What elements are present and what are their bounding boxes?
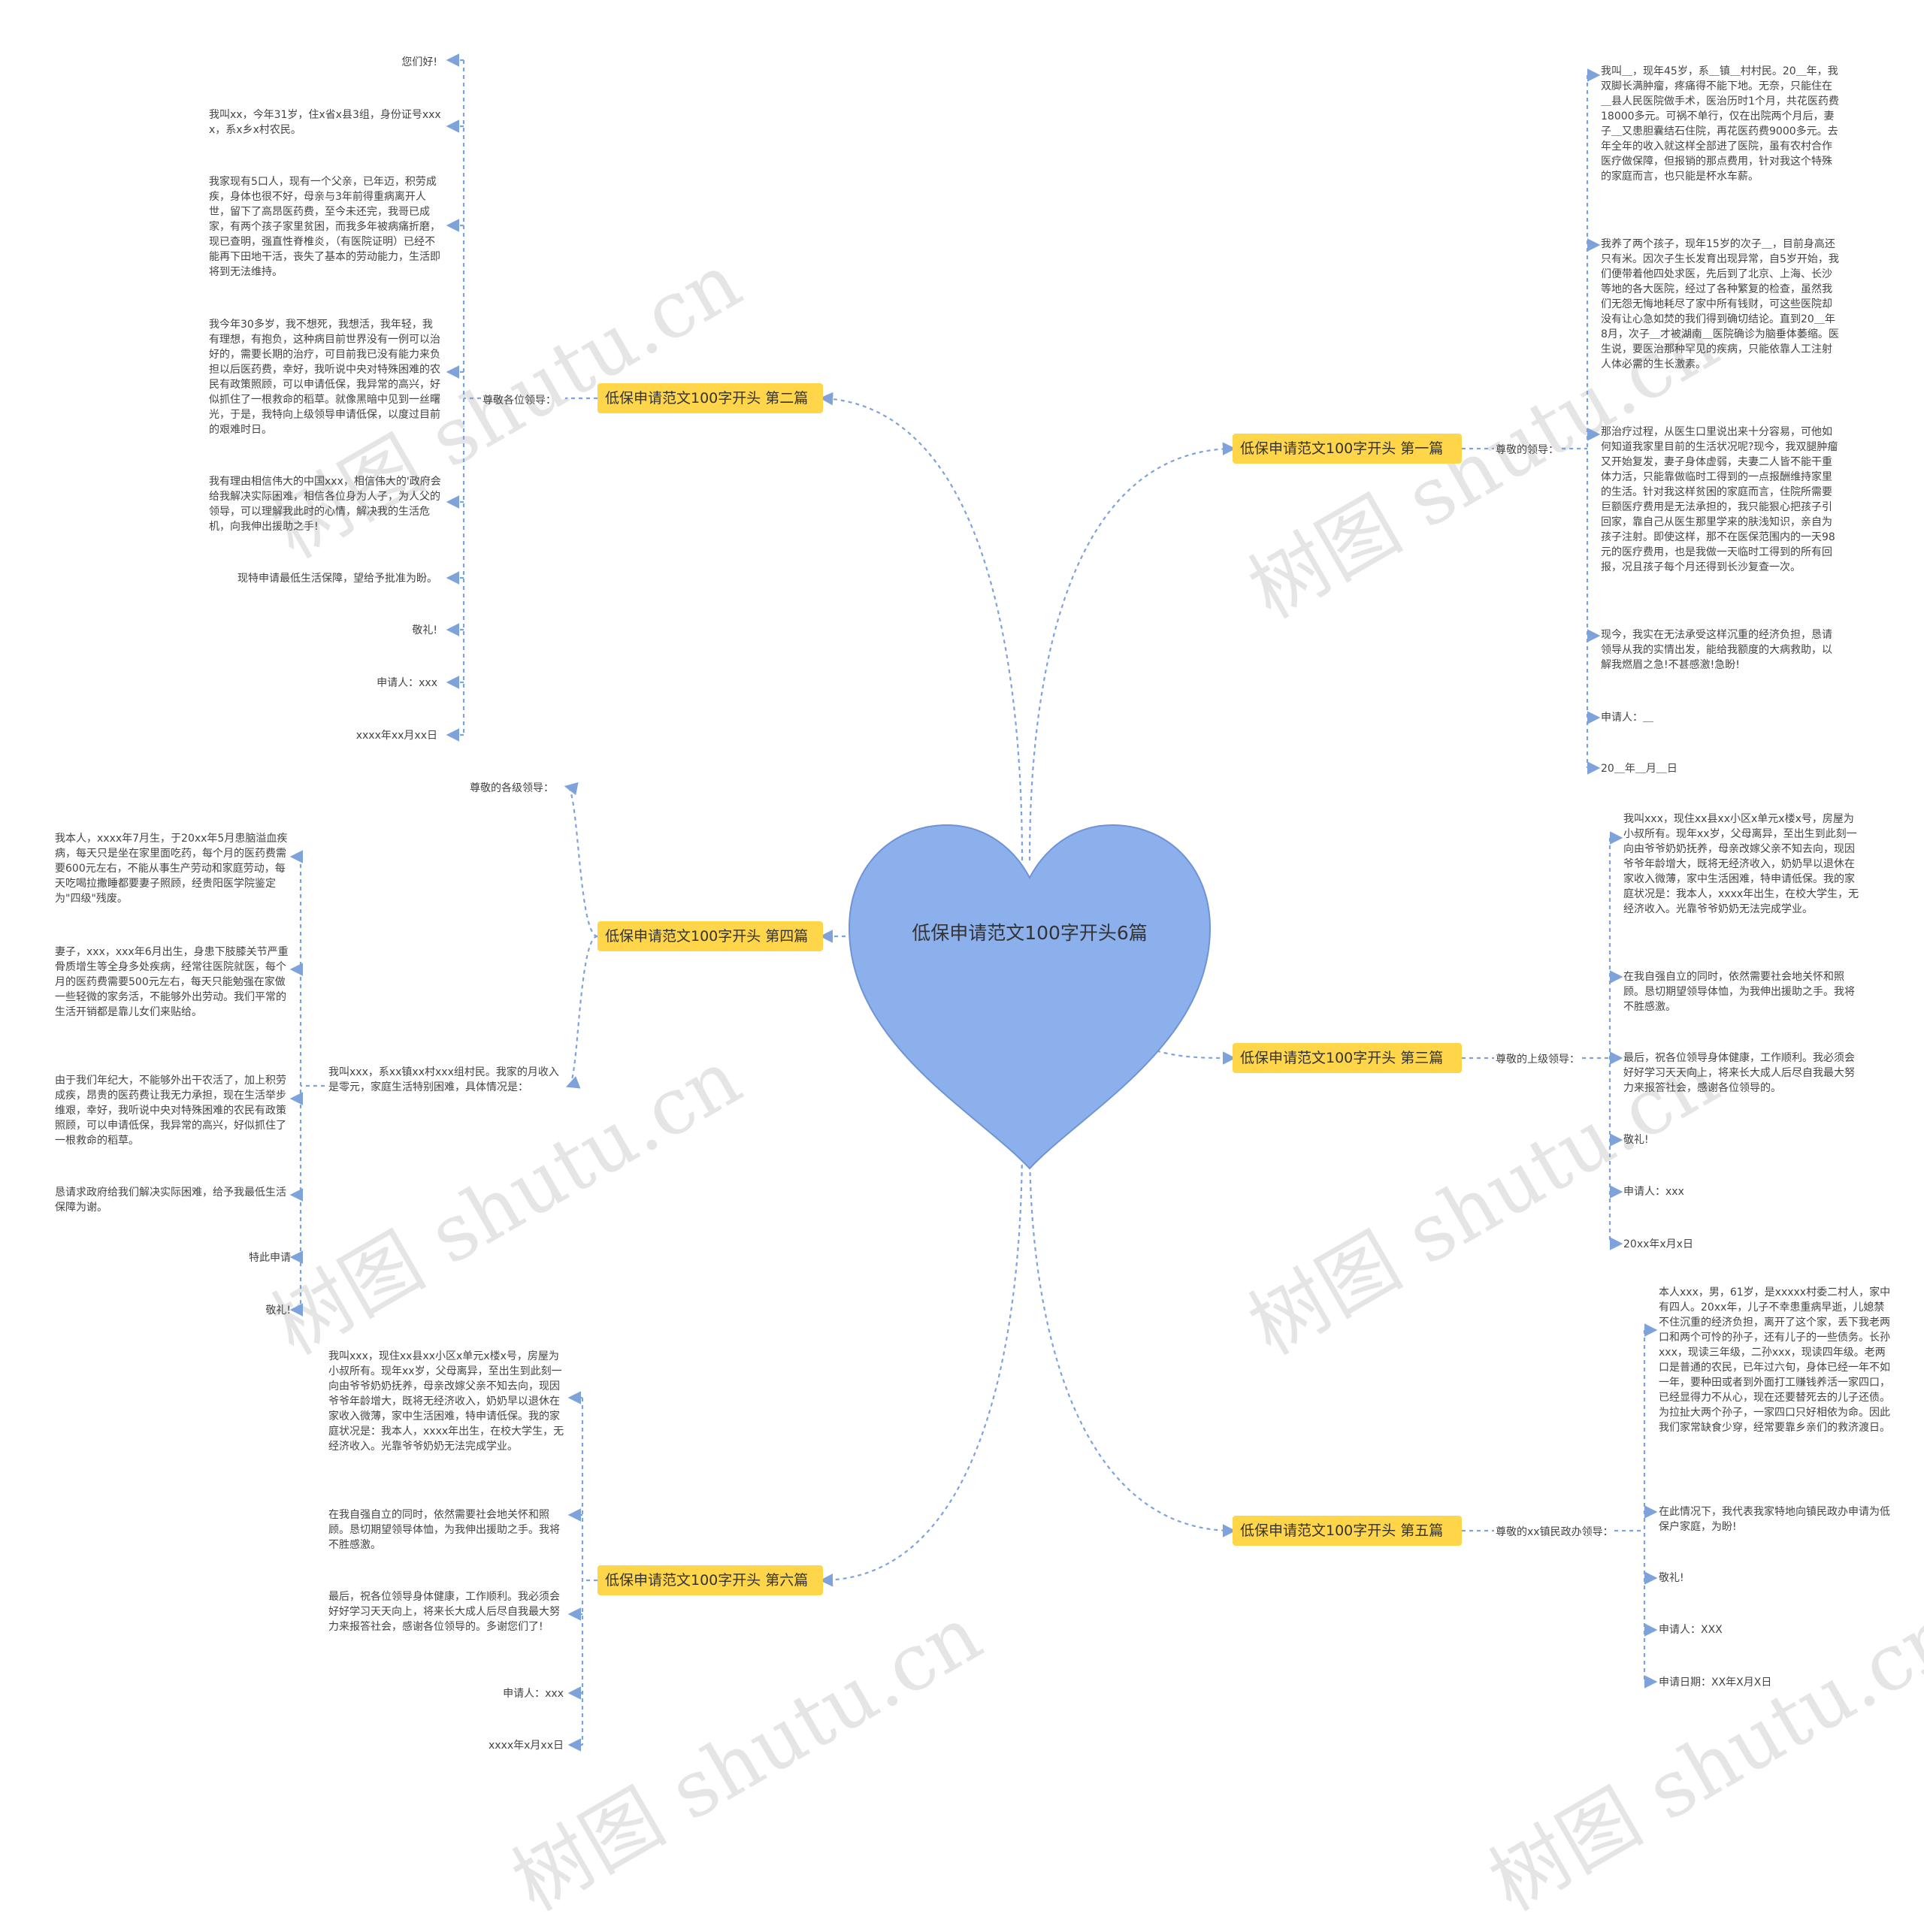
- leaf-node[interactable]: 我叫＿，现年45岁，系＿镇＿村村民。20＿年，我双脚长满肿瘤，疼痛得不能下地。无…: [1601, 65, 1839, 183]
- connector-line: [819, 1141, 1024, 1587]
- salutation-node-4[interactable]: 尊敬的各级领导：: [470, 782, 554, 794]
- leaf-node[interactable]: 那治疗过程，从医生口里说出来十分容易，可他如何知道我家里目前的生活状况呢?现今，…: [1601, 426, 1838, 573]
- leaf-node[interactable]: 我今年30多岁，我不想死，我想活，我年轻，我有理想，有抱负，这种病目前世界没有一…: [209, 319, 440, 436]
- leaf-node[interactable]: 在此情况下，我代表我家特地向镇民政办申请为低保户家庭，为盼!: [1659, 1506, 1890, 1533]
- branch-node-1[interactable]: 低保申请范文100字开头 第一篇: [1233, 434, 1462, 464]
- salutation-node-3[interactable]: 尊敬的上级领导：: [1496, 1054, 1580, 1066]
- leaf-node[interactable]: 我有理由相信伟大的中国xxx，相信伟大的'政府会给我解决实际困难，相信各位身为人…: [209, 476, 441, 533]
- branch-node-5[interactable]: 低保申请范文100字开头 第五篇: [1233, 1516, 1462, 1546]
- connector-line: [564, 782, 598, 938]
- leaf-node[interactable]: 恳请求政府给我们解决实际困难，给予我最低生活保障为谢。: [55, 1187, 286, 1214]
- leaf-node[interactable]: 我叫xxx，现住xx县xx小区x单元x楼x号，房屋为小叔所有。现年xx岁，父母离…: [1623, 813, 1859, 915]
- center-heart-shape: [848, 824, 1212, 1170]
- leaf-node[interactable]: 最后，祝各位领导身体健康，工作顺利。我必须会好好学习天天向上，将来长大成人后尽自…: [1623, 1052, 1855, 1094]
- branch-node-3[interactable]: 低保申请范文100字开头 第三篇: [1233, 1043, 1462, 1073]
- leaf-node[interactable]: 申请人：xxx: [503, 1688, 564, 1700]
- leaf-node[interactable]: 我家现有5口人，现有一个父亲，已年迈，积劳成疾，身体也很不好，母亲与3年前得重病…: [209, 176, 440, 278]
- leaf-node[interactable]: 我叫xx，今年31岁，住x省x县3组，身份证号xxxx，系x乡x村农民。: [209, 109, 441, 136]
- connector-line: [1028, 442, 1236, 861]
- leaf-node[interactable]: 敬礼!: [1623, 1134, 1649, 1146]
- leaf-node[interactable]: 您们好!: [401, 56, 437, 68]
- leaf-node[interactable]: 特此申请: [249, 1252, 291, 1264]
- leaf-node[interactable]: 我本人，xxxx年7月生，于20xx年5月患脑溢血疾病，每天只是坐在家里面吃药，…: [55, 833, 288, 905]
- leaf-node[interactable]: 本人xxx，男，61岁，是xxxxx村委二村人，家中有四人。20xx年，儿子不幸…: [1659, 1286, 1891, 1434]
- leaf-node[interactable]: 敬礼!: [265, 1305, 291, 1317]
- salutation-node-2[interactable]: 尊敬各位领导：: [483, 395, 556, 407]
- leaf-node[interactable]: 申请人：＿: [1601, 712, 1653, 724]
- leaf-node[interactable]: 敬礼!: [1659, 1572, 1684, 1584]
- leaf-node[interactable]: 我叫xxx，现住xx县xx小区x单元x楼x号，房屋为小叔所有。现年xx岁，父母离…: [328, 1350, 564, 1453]
- branch-node-4[interactable]: 低保申请范文100字开头 第四篇: [597, 921, 823, 951]
- leaf-node[interactable]: 申请日期：XX年X月X日: [1659, 1677, 1772, 1689]
- leaf-node[interactable]: 申请人：xxx: [377, 677, 437, 689]
- leaf-node[interactable]: xxxx年x月xx日: [489, 1740, 564, 1752]
- connector-layer: [289, 53, 1658, 1752]
- leaf-node[interactable]: 20xx年x月x日: [1623, 1238, 1693, 1250]
- leaf-node[interactable]: 现今，我实在无法承受这样沉重的经济负担，恳请领导从我的实情出发，能给我额度的大病…: [1601, 629, 1832, 671]
- salutation-node-1[interactable]: 尊敬的领导：: [1496, 444, 1559, 456]
- salutation-node-5[interactable]: 尊敬的xx镇民政办领导：: [1496, 1526, 1614, 1538]
- leaf-node[interactable]: xxxx年xx月xx日: [355, 730, 437, 742]
- leaf-node[interactable]: 我养了两个孩子，现年15岁的次子＿，目前身高还只有米。因次子生长发育出现异常，自…: [1601, 238, 1839, 370]
- leaf-node[interactable]: 在我自强自立的同时，依然需要社会地关怀和照顾。恳切期望领导体恤，为我伸出援助之手…: [1623, 971, 1855, 1013]
- branch-node-2[interactable]: 低保申请范文100字开头 第二篇: [597, 383, 823, 413]
- center-title[interactable]: 低保申请范文100字开头6篇: [912, 922, 1148, 944]
- leaf-node[interactable]: 由于我们年纪大，不能够外出干农活了，加上积劳成疾，昂贵的医药费让我无力承担，现在…: [55, 1075, 286, 1147]
- leaf-node[interactable]: 申请人：XXX: [1659, 1624, 1723, 1636]
- connector-line: [565, 935, 598, 1089]
- intro-node-4[interactable]: 我叫xxx，系xx镇xx村xxx组村民。我家的月收入是零元，家庭生活特别困难，具…: [328, 1066, 559, 1093]
- branch-node-6[interactable]: 低保申请范文100字开头 第六篇: [597, 1565, 823, 1595]
- leaf-node[interactable]: 在我自强自立的同时，依然需要社会地关怀和照顾。恳切期望领导体恤，为我伸出援助之手…: [328, 1509, 560, 1551]
- leaf-node[interactable]: 20＿年＿月＿日: [1601, 763, 1677, 775]
- leaf-node[interactable]: 最后，祝各位领导身体健康，工作顺利。我必须会好好学习天天向上，将来长大成人后尽自…: [328, 1591, 560, 1633]
- leaf-node[interactable]: 现特申请最低生活保障，望给予批准为盼。: [237, 573, 437, 585]
- leaf-node[interactable]: 敬礼!: [412, 624, 437, 636]
- connector-line: [1028, 1141, 1236, 1537]
- leaf-node[interactable]: 申请人：xxx: [1623, 1186, 1684, 1198]
- leaf-node[interactable]: 妻子，xxx，xxx年6月出生，身患下肢膝关节严重骨质增生等全身多处疾病，经常往…: [55, 946, 289, 1018]
- heart-icon: [848, 824, 1212, 1170]
